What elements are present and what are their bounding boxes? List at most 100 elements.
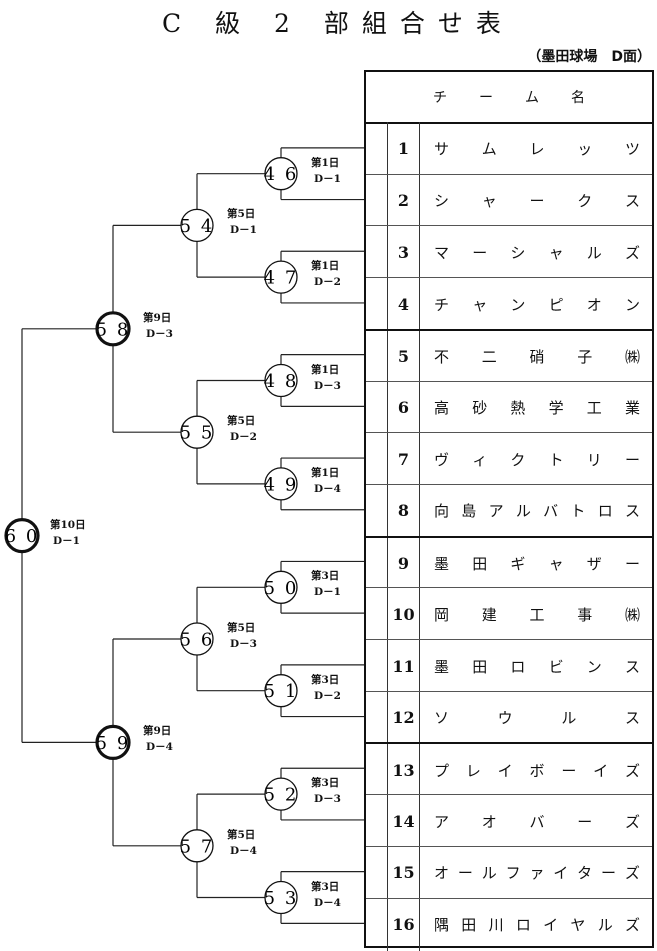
match-day: 第1日 xyxy=(311,260,340,273)
team-number: 6 xyxy=(388,381,420,434)
team-name-char: ボ xyxy=(529,761,545,780)
match-node-circle xyxy=(4,517,40,554)
team-name-char: 高 xyxy=(434,399,450,417)
team-name-char: ア xyxy=(434,812,450,831)
team-name-char: 二 xyxy=(481,348,497,367)
team-name-char: オ xyxy=(434,864,450,883)
team-name-char: ト xyxy=(570,502,586,521)
team-number: 14 xyxy=(388,795,420,848)
team-name: 墨田ロビンス xyxy=(420,640,652,692)
match-day: 第3日 xyxy=(311,570,340,583)
team-name-char: ャ xyxy=(548,243,564,262)
team-name-char: ャ xyxy=(481,192,497,211)
match-node-circle xyxy=(264,777,298,811)
match-node-circle xyxy=(264,157,298,191)
match-number: 5 7 xyxy=(180,836,215,857)
team-name-char: サ xyxy=(434,139,450,158)
match-court: D－2 xyxy=(314,276,341,289)
team-number: 7 xyxy=(388,433,420,486)
team-name-char: 業 xyxy=(624,399,640,417)
team-name-char: ヴ xyxy=(434,450,450,469)
team-row-blank-cell xyxy=(366,640,388,692)
team-row-blank-cell xyxy=(366,226,388,279)
team-name-char: ー xyxy=(624,555,640,574)
team-name-char: シ xyxy=(434,192,450,211)
match-day: 第3日 xyxy=(311,880,340,893)
team-name-char: レ xyxy=(529,139,545,158)
team-number: 16 xyxy=(388,898,420,951)
team-name-char: 硝 xyxy=(529,348,545,367)
team-name-char: 工 xyxy=(586,399,602,417)
team-name-char: 墨 xyxy=(434,657,450,676)
match-court: D－4 xyxy=(314,896,341,909)
team-name-char: ギ xyxy=(510,555,526,574)
match-node-circle xyxy=(180,208,214,243)
team-name-char: ー xyxy=(624,450,640,469)
team-name: オールファイターズ xyxy=(420,847,652,899)
match-node-circle xyxy=(95,311,131,347)
team-name-char: ル xyxy=(561,709,577,728)
team-name-char: リ xyxy=(586,450,602,469)
match-number: 5 0 xyxy=(264,578,299,599)
team-name-char: 工 xyxy=(529,605,545,624)
team-name: マーシャルズ xyxy=(420,226,652,278)
team-name-char: ズ xyxy=(624,812,640,831)
match-day: 第1日 xyxy=(311,363,340,376)
team-row-blank-cell xyxy=(366,691,388,744)
team-name-char: ル xyxy=(515,502,531,521)
team-row-blank-cell xyxy=(366,744,388,797)
team-name-char: 墨 xyxy=(434,555,450,574)
team-name-char: ヤ xyxy=(570,916,586,934)
match-court: D－3 xyxy=(230,638,257,650)
venue-label: （墨田球場 D面） xyxy=(527,49,651,65)
team-row-blank-cell xyxy=(366,330,388,383)
team-name-char: マ xyxy=(434,243,450,262)
match-court: D－3 xyxy=(314,793,341,806)
team-name-char: ス xyxy=(624,657,640,676)
team-name-char: ザ xyxy=(586,555,602,574)
team-number: 8 xyxy=(388,484,420,537)
team-name: サムレッツ xyxy=(420,122,652,174)
team-name-char: イ xyxy=(497,761,513,780)
team-row-blank-cell xyxy=(366,174,388,227)
match-number: 5 2 xyxy=(264,785,299,806)
team-name: ヴィクトリー xyxy=(420,433,652,485)
match-court: D－4 xyxy=(314,482,341,495)
team-row-blank-cell xyxy=(366,795,388,848)
team-name-char: ビ xyxy=(548,657,564,676)
team-name-char: 向 xyxy=(434,502,450,521)
match-number: 4 7 xyxy=(264,268,299,289)
match-court: D－1 xyxy=(314,172,341,185)
team-name-char: ー xyxy=(472,243,488,262)
team-name-char: フ xyxy=(505,864,521,883)
team-name-char: ウ xyxy=(497,709,513,728)
team-name-char: ル xyxy=(586,243,602,262)
team-row-blank-cell xyxy=(366,381,388,434)
match-day: 第3日 xyxy=(311,777,340,790)
match-day: 第5日 xyxy=(227,622,256,634)
team-name-char: 砂 xyxy=(472,399,488,417)
match-node-circle xyxy=(264,363,298,398)
match-court: D－3 xyxy=(146,327,173,340)
team-name: シャークス xyxy=(420,175,652,227)
team-name-char: 事 xyxy=(577,605,593,624)
team-name-char: プ xyxy=(434,761,450,780)
team-name-char: ャ xyxy=(472,295,488,314)
team-name-char: シ xyxy=(510,243,526,262)
match-day: 第9日 xyxy=(143,725,172,738)
team-number: 13 xyxy=(388,744,420,797)
team-name-char: 川 xyxy=(488,916,504,934)
